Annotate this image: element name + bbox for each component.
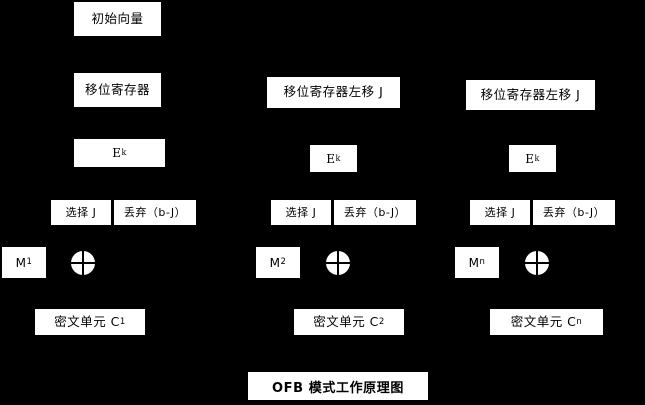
plaintext-sub-col1: 1 (26, 257, 33, 268)
select-discard-group-col2: 选择 J 丢弃（b-J） (271, 200, 416, 225)
ciphertext-label-col1: 密文单元 C (54, 313, 120, 329)
select-label-col1: 选择 J (65, 206, 97, 219)
encrypt-label-col2: E (326, 151, 336, 166)
encrypt-sub-col3: k (534, 153, 540, 163)
select-box-col3: 选择 J (470, 200, 530, 225)
encrypt-label-col1: E (112, 146, 122, 160)
encrypt-sub-col1: k (121, 148, 127, 157)
shift-register-label-col2: 移位寄存器左移 J (283, 84, 384, 100)
divider (331, 200, 334, 225)
select-box-col2: 选择 J (271, 200, 331, 225)
plaintext-sub-col2: 2 (280, 257, 287, 268)
shift-register-label-col3: 移位寄存器左移 J (480, 86, 581, 102)
diagram-caption-label: OFB 模式工作原理图 (272, 380, 404, 396)
discard-box-col1: 丢弃（b-J） (114, 200, 196, 225)
select-label-col3: 选择 J (484, 206, 516, 219)
divider (530, 200, 533, 225)
ciphertext-label-col2: 密文单元 C (313, 313, 379, 329)
discard-box-col2: 丢弃（b-J） (334, 200, 416, 225)
xor-icon-col3 (525, 251, 549, 275)
initial-vector-box: 初始向量 (74, 2, 161, 36)
shift-register-box-col1: 移位寄存器 (74, 73, 161, 107)
discard-label-col2: 丢弃（b-J） (343, 206, 407, 219)
discard-box-col3: 丢弃（b-J） (533, 200, 615, 225)
ciphertext-label-col3: 密文单元 C (510, 313, 577, 329)
divider (111, 200, 114, 225)
plaintext-label-col2: M (269, 255, 281, 270)
ciphertext-sub-col2: 2 (378, 316, 385, 327)
shift-register-label-col1: 移位寄存器 (84, 81, 150, 97)
select-label-col2: 选择 J (285, 206, 317, 219)
encrypt-label-col3: E (525, 151, 535, 166)
plaintext-label-col1: M (15, 255, 27, 270)
initial-vector-label: 初始向量 (91, 10, 144, 26)
xor-icon-col1 (71, 251, 95, 275)
shift-register-box-col2: 移位寄存器左移 J (267, 77, 400, 108)
select-discard-group-col1: 选择 J 丢弃（b-J） (51, 200, 196, 225)
plaintext-sub-col3: n (479, 257, 486, 268)
select-box-col1: 选择 J (51, 200, 111, 225)
encrypt-sub-col2: k (335, 153, 341, 163)
select-discard-group-col3: 选择 J 丢弃（b-J） (470, 200, 615, 225)
ciphertext-sub-col1: 1 (119, 316, 126, 327)
shift-register-box-col3: 移位寄存器左移 J (466, 80, 595, 110)
diagram-caption: OFB 模式工作原理图 (248, 372, 428, 400)
discard-label-col1: 丢弃（b-J） (123, 206, 187, 219)
ciphertext-sub-col3: n (576, 316, 583, 327)
plaintext-label-col3: M (468, 255, 480, 270)
discard-label-col3: 丢弃（b-J） (542, 206, 606, 219)
xor-icon-col2 (326, 251, 350, 275)
